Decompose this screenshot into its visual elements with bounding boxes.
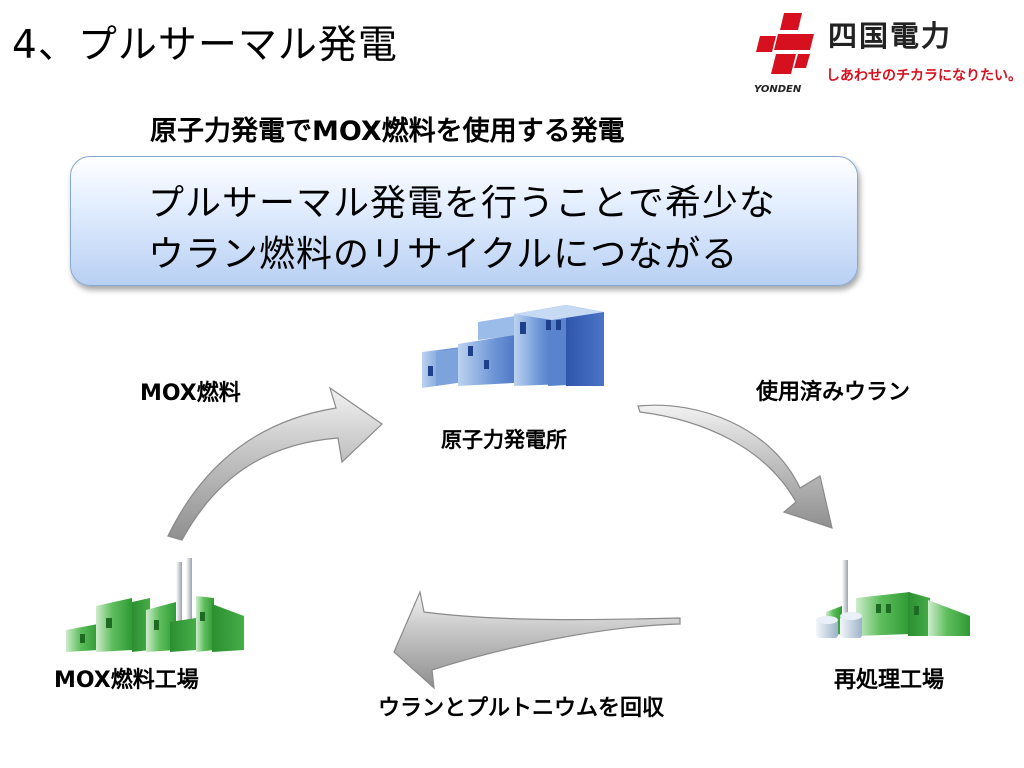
yonden-logo: YONDEN 四国電力 しあわせのチカラになりたい。 — [754, 10, 1024, 110]
callout-line-2: ウラン燃料のリサイクルにつながる — [148, 234, 739, 275]
callout-line-1: プルサーマル発電を行うことで希少な — [148, 183, 776, 224]
page-title: 4、プルサーマル発電 — [12, 23, 398, 68]
company-name: 四国電力 — [828, 19, 953, 53]
company-slogan: しあわせのチカラになりたい。 — [826, 68, 1022, 84]
flow-label-recovery: ウランとプルトニウムを回収 — [378, 696, 665, 721]
flow-label-spent-uranium: 使用済みウラン — [756, 380, 911, 405]
nuclear-plant-icon — [422, 305, 604, 388]
yonden-cross-icon — [756, 13, 814, 74]
arrow-reprocessing-to-mox — [393, 590, 681, 690]
flow-label-mox-fuel: MOX燃料 — [140, 381, 241, 406]
subtitle: 原子力発電でMOX燃料を使用する発電 — [150, 116, 625, 147]
mox-factory-icon — [66, 558, 244, 652]
logo-roman-text: YONDEN — [754, 84, 802, 95]
node-label-mox-factory: MOX燃料工場 — [54, 668, 199, 693]
reprocessing-plant-icon — [816, 560, 970, 638]
node-label-reprocessing: 再処理工場 — [834, 668, 945, 693]
node-label-nuclear-plant: 原子力発電所 — [441, 428, 567, 452]
callout-box — [70, 156, 858, 286]
arrow-plant-to-reprocessing — [637, 404, 833, 529]
arrow-mox-to-plant — [167, 386, 383, 541]
